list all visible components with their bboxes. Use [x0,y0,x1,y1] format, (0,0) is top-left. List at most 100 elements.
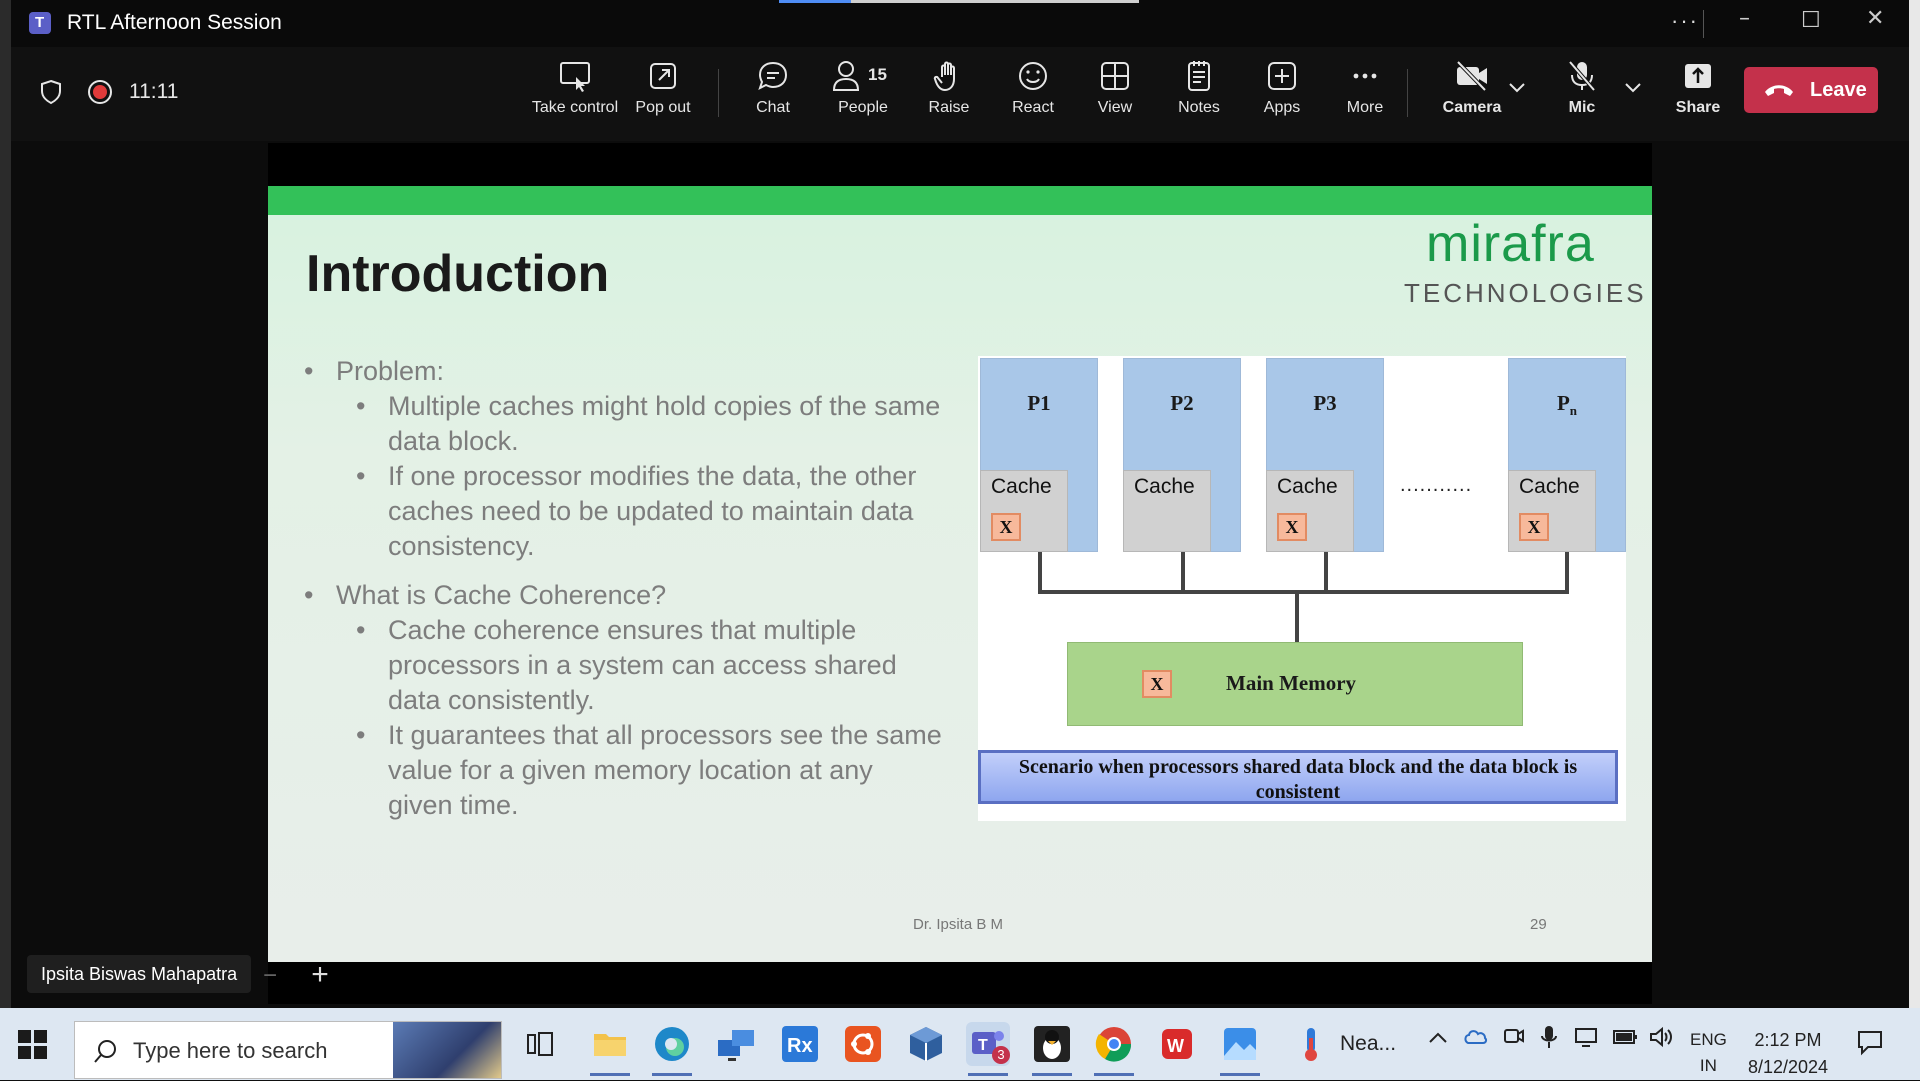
weather-thermometer-icon[interactable] [1298,1026,1324,1067]
cache-block: Cache X [980,470,1068,552]
start-button[interactable] [18,1030,48,1060]
minimize-icon[interactable]: – [1739,6,1750,31]
hand-icon [933,61,955,92]
wps-office-icon[interactable]: W [1155,1022,1199,1066]
view-button[interactable]: View [1083,59,1147,117]
toolbar-separator-2 [1407,69,1408,117]
mic-label: Mic [1568,99,1596,116]
pop-out-label: Pop out [635,99,691,116]
processor-pn-label: P [1556,391,1570,415]
grid-view-icon [1101,62,1129,90]
show-hidden-icons-chevron-icon[interactable] [1428,1028,1448,1049]
react-button[interactable]: React [1001,59,1065,117]
file-explorer-icon[interactable] [588,1022,632,1076]
edge-browser-icon[interactable] [650,1022,694,1076]
photos-icon[interactable] [1218,1022,1262,1076]
clock-time: 2:12 PM [1754,1030,1822,1050]
mic-options-chevron-icon[interactable] [1624,81,1642,99]
teams-taskbar-icon[interactable]: T 3 [966,1022,1010,1076]
chat-icon [758,61,788,90]
hang-up-icon [1765,85,1793,96]
window-title: RTL Afternoon Session [67,11,282,34]
bus-wire-p3 [1324,551,1328,594]
battery-icon[interactable] [1612,1026,1638,1053]
taskbar-search-box[interactable]: Type here to search [74,1021,502,1079]
microphone-in-use-icon[interactable] [1540,1024,1558,1055]
apps-label: Apps [1263,99,1301,116]
processor-p3: P3 Cache X [1266,358,1384,552]
slide-footer-author: Dr. Ipsita B M [913,916,1004,933]
windows-taskbar: Type here to search Rx T 3 W [0,1008,1920,1080]
slide-bullets: Problem: Multiple caches might hold copi… [304,354,944,823]
smiley-icon [1019,62,1047,90]
slide-page-number: 29 [1530,916,1547,933]
processor-p2: P2 Cache [1123,358,1241,552]
diagram-caption: Scenario when processors shared data blo… [978,750,1618,804]
cache-label: Cache [1519,475,1580,498]
pop-out-button[interactable]: Pop out [623,59,703,117]
camera-label: Camera [1442,99,1502,116]
maximize-icon[interactable]: ☐ [1801,8,1821,33]
teams-logo-icon [29,12,51,34]
processor-p1: P1 Cache X [980,358,1098,552]
raise-hand-button[interactable]: Raise [917,59,981,117]
pop-out-icon [650,63,676,89]
chat-button[interactable]: Chat [741,59,805,117]
leave-button[interactable]: Leave [1744,67,1878,113]
camera-button[interactable]: Camera [1432,59,1512,117]
processor-label: P3 [1313,391,1337,415]
brand-logo-text: mirafra [1426,215,1595,273]
search-icon [94,1040,116,1063]
recording-icon [87,79,113,110]
weather-text[interactable]: Nea... [1340,1032,1397,1055]
onedrive-cloud-icon[interactable] [1462,1026,1488,1051]
close-icon[interactable]: ✕ [1866,6,1885,31]
teams-notification-badge: 3 [992,1046,1010,1064]
ubuntu-icon[interactable] [841,1022,885,1066]
more-button[interactable]: More [1333,59,1397,117]
share-label: Share [1675,99,1721,116]
share-button[interactable]: Share [1666,59,1730,117]
linux-penguin-icon[interactable] [1030,1022,1074,1076]
data-block-marker: X [1277,513,1307,541]
slide-bottom-letterbox [268,962,1652,1004]
remote-desktop-icon[interactable] [714,1022,758,1066]
bullet-what-2: It guarantees that all processors see th… [304,718,944,823]
bullet-problem-2: If one processor modifies the data, the … [304,459,944,564]
leave-label: Leave [1810,79,1867,101]
apps-button[interactable]: Apps [1250,59,1314,117]
shared-slide: Introduction mirafra TECHNOLOGIES Proble… [268,186,1652,962]
more-options-icon[interactable]: ··· [1671,8,1699,33]
rx-app-icon[interactable]: Rx [778,1022,822,1066]
people-button[interactable]: 15 People [823,59,903,117]
cache-block: Cache X [1508,470,1596,552]
camera-off-icon [1456,60,1487,92]
brand-logo-subtext: TECHNOLOGIES [1404,278,1647,308]
chat-label: Chat [756,99,790,116]
camera-options-chevron-icon[interactable] [1508,81,1526,99]
processor-label: P2 [1170,391,1194,415]
people-icon [832,61,860,91]
network-icon[interactable] [1574,1026,1600,1053]
virtualbox-icon[interactable] [904,1022,948,1066]
task-view-icon[interactable] [518,1022,562,1066]
loading-indicator [779,0,1139,3]
toolbar-separator [718,69,719,117]
clock[interactable]: 2:12 PM 8/12/2024 [1740,1027,1836,1081]
bus-to-memory [1295,590,1299,642]
zoom-out-button[interactable]: − [262,962,277,989]
bullet-problem: Problem: [304,354,944,389]
language-indicator[interactable]: ENG IN [1690,1027,1727,1079]
diagram-ellipsis: ........... [1400,474,1473,496]
cache-label: Cache [991,475,1052,498]
volume-icon[interactable] [1648,1026,1674,1053]
notification-center-icon[interactable] [1856,1028,1884,1061]
data-block-marker: X [991,513,1021,541]
chrome-icon[interactable] [1092,1022,1136,1076]
mic-button[interactable]: Mic [1550,59,1614,117]
notes-button[interactable]: Notes [1167,59,1231,117]
zoom-in-button[interactable]: + [311,958,329,991]
take-control-button[interactable]: Take control [527,59,623,117]
clock-date: 8/12/2024 [1747,1057,1829,1077]
meet-now-icon[interactable] [1502,1024,1526,1053]
